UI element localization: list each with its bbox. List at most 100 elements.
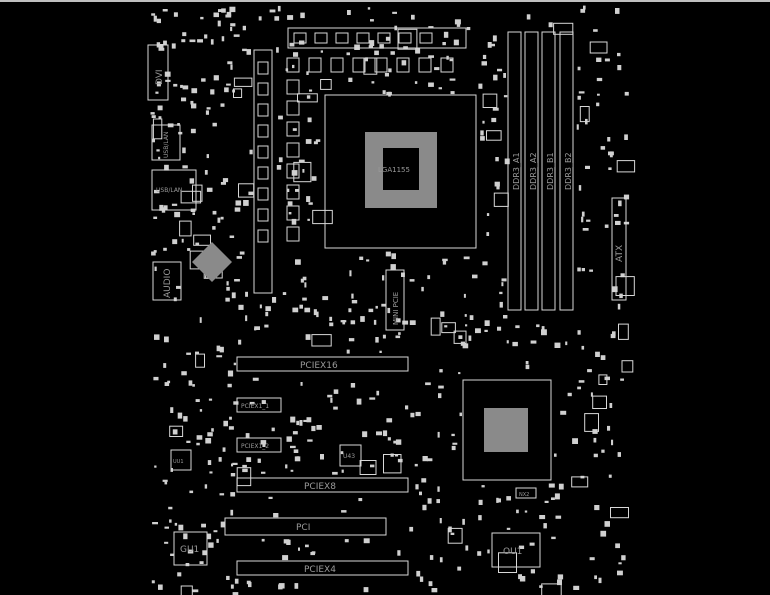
passive bbox=[452, 442, 458, 445]
passive bbox=[592, 429, 598, 434]
dimm-slot-b2[interactable] bbox=[559, 31, 574, 311]
passive bbox=[304, 307, 311, 313]
passive bbox=[306, 417, 312, 423]
usb-lan-connector[interactable] bbox=[151, 124, 181, 161]
passive bbox=[581, 345, 585, 350]
passive bbox=[239, 251, 245, 255]
dimm-a1-label: DDR3_A1 bbox=[512, 152, 521, 190]
passive bbox=[518, 545, 525, 549]
passive bbox=[428, 55, 434, 58]
passive bbox=[496, 498, 501, 503]
passive bbox=[371, 81, 375, 84]
passive bbox=[300, 382, 303, 386]
passive bbox=[608, 151, 614, 156]
pci-slot[interactable] bbox=[224, 517, 387, 536]
cpu-socket[interactable] bbox=[324, 94, 477, 249]
ic bbox=[618, 323, 629, 340]
passive bbox=[226, 83, 231, 86]
uu1-chip[interactable] bbox=[170, 449, 192, 471]
passive bbox=[340, 451, 344, 455]
dimm-slot-b1[interactable] bbox=[541, 31, 556, 311]
passive bbox=[589, 269, 593, 272]
passive bbox=[617, 65, 622, 71]
passive bbox=[217, 217, 221, 223]
pciex8-slot[interactable] bbox=[236, 477, 409, 493]
passive bbox=[397, 550, 401, 556]
dimm-slot-a1[interactable] bbox=[507, 31, 522, 311]
passive bbox=[230, 492, 236, 497]
mosfet bbox=[257, 103, 269, 117]
passive bbox=[242, 464, 247, 468]
dvi-connector[interactable] bbox=[147, 44, 169, 101]
passive bbox=[368, 308, 374, 313]
passive bbox=[260, 440, 267, 445]
vrm-column bbox=[253, 49, 273, 294]
passive bbox=[494, 181, 500, 187]
passive bbox=[530, 569, 535, 574]
pch-chip-outline[interactable] bbox=[462, 379, 552, 481]
passive bbox=[427, 275, 431, 280]
passive bbox=[290, 445, 296, 449]
passive bbox=[199, 561, 204, 564]
passive bbox=[388, 68, 392, 73]
pciex4-slot[interactable] bbox=[236, 560, 409, 576]
passive bbox=[458, 372, 461, 375]
passive bbox=[577, 330, 581, 335]
passive bbox=[293, 52, 299, 57]
pciex1-1-slot[interactable] bbox=[236, 397, 282, 413]
atx-connector[interactable] bbox=[611, 197, 627, 301]
passive bbox=[158, 44, 164, 50]
passive bbox=[322, 296, 329, 301]
passive bbox=[457, 566, 462, 571]
passive bbox=[306, 196, 311, 202]
passive bbox=[329, 316, 333, 321]
nx2-chip[interactable] bbox=[515, 487, 537, 499]
passive bbox=[369, 40, 375, 46]
passive bbox=[450, 91, 455, 95]
passive bbox=[213, 12, 219, 18]
passive bbox=[320, 454, 324, 460]
passive bbox=[282, 555, 289, 561]
mini-pcie-slot[interactable] bbox=[385, 269, 405, 331]
passive bbox=[151, 580, 155, 584]
passive bbox=[219, 493, 225, 496]
gu1-chip[interactable] bbox=[173, 531, 208, 566]
passive bbox=[191, 103, 197, 109]
passive bbox=[593, 453, 598, 458]
passive bbox=[499, 291, 503, 295]
passive bbox=[462, 518, 465, 525]
passive bbox=[428, 581, 433, 587]
passive bbox=[195, 351, 199, 354]
ou1-chip[interactable] bbox=[491, 532, 541, 568]
passive bbox=[154, 334, 160, 340]
passive bbox=[226, 286, 230, 291]
passive bbox=[504, 158, 510, 165]
passive bbox=[242, 25, 246, 31]
passive bbox=[288, 212, 292, 215]
u43-chip[interactable] bbox=[339, 444, 362, 467]
pciex16-slot[interactable] bbox=[236, 356, 409, 372]
passive bbox=[163, 247, 167, 251]
usb-connector[interactable] bbox=[151, 169, 197, 211]
passive bbox=[151, 251, 156, 256]
audio-codec-chip[interactable] bbox=[192, 242, 232, 282]
dimm-slot-a2[interactable] bbox=[524, 31, 539, 311]
passive bbox=[181, 39, 186, 43]
passive bbox=[218, 457, 222, 462]
audio-connector[interactable] bbox=[152, 261, 182, 301]
passive bbox=[375, 337, 379, 343]
passive bbox=[182, 165, 188, 169]
passive bbox=[536, 324, 540, 328]
passive bbox=[265, 306, 271, 312]
passive bbox=[560, 410, 567, 415]
passive bbox=[439, 518, 442, 524]
passive bbox=[581, 211, 585, 217]
pciex1-2-slot[interactable] bbox=[236, 437, 282, 453]
passive bbox=[164, 382, 170, 386]
passive bbox=[379, 44, 384, 49]
passive bbox=[192, 212, 195, 215]
passive bbox=[182, 32, 187, 37]
passive bbox=[222, 447, 226, 452]
passive bbox=[238, 304, 244, 310]
